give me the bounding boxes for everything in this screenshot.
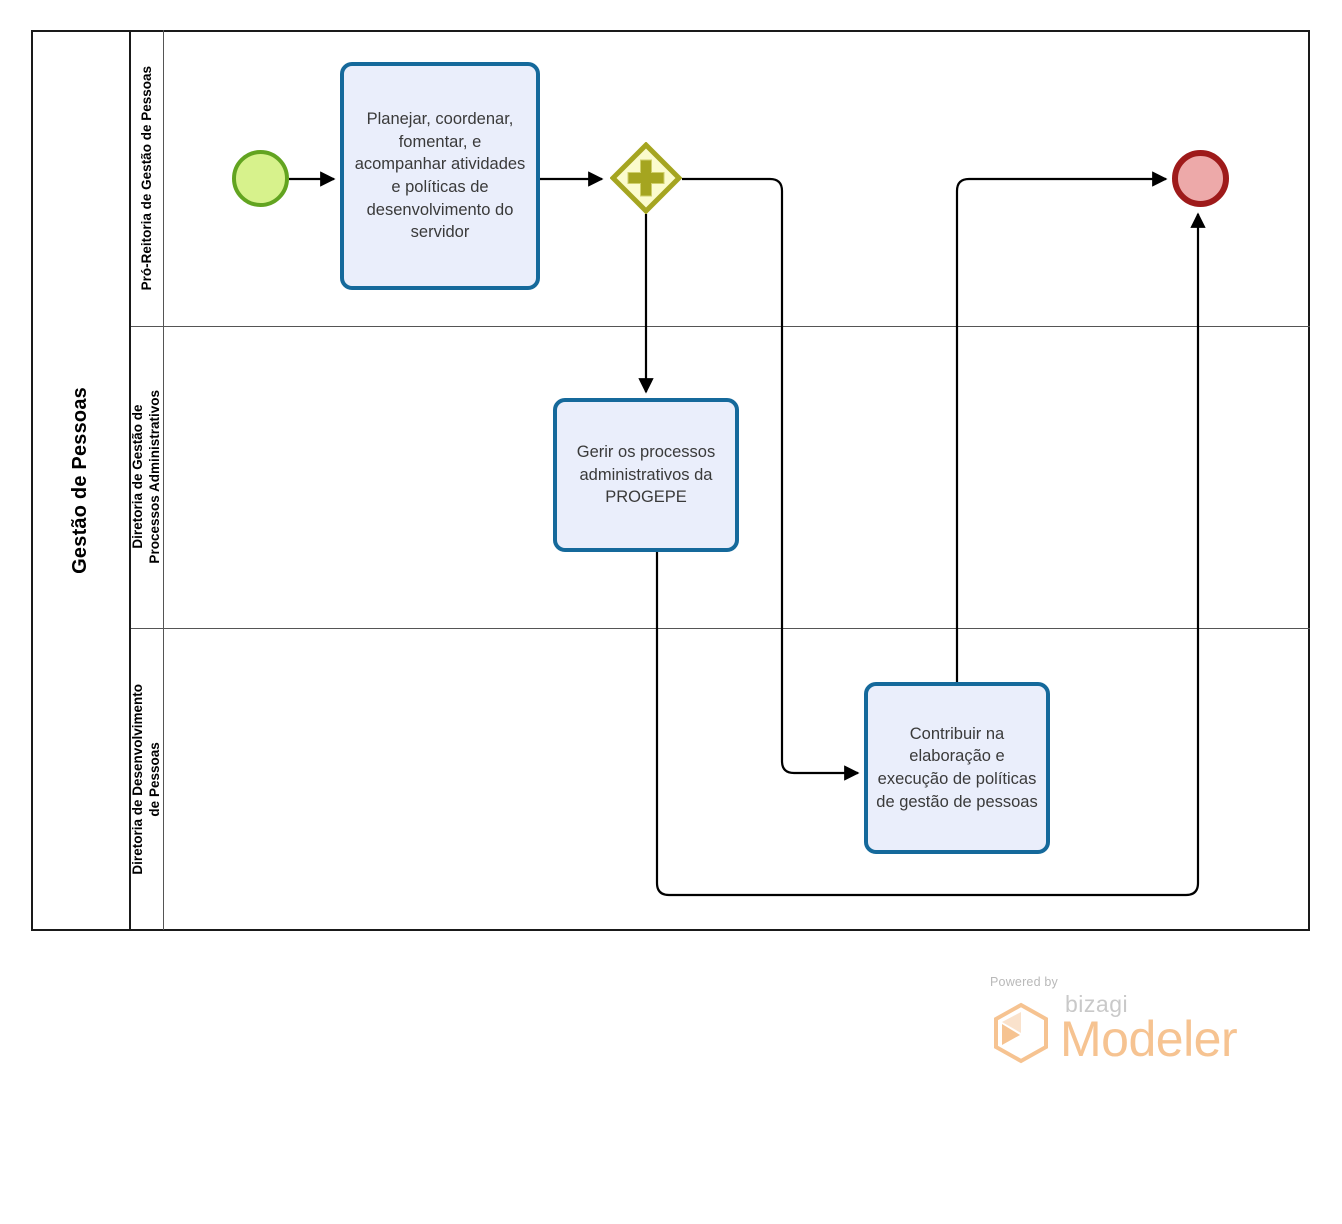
task-gerir[interactable]: Gerir os processos administrativos da PR…: [553, 398, 739, 552]
plus-icon: [627, 159, 665, 197]
flow-gateway-to-contribuir: [682, 177, 860, 781]
parallel-gateway[interactable]: [610, 142, 682, 214]
flow-gerir-to-end: [655, 212, 1206, 897]
start-event[interactable]: [232, 150, 289, 207]
bizagi-branding: Powered by bizagi Modeler: [988, 975, 1248, 1066]
flow-contribuir-to-end: [955, 171, 1168, 682]
lane-divider-2: [131, 628, 1310, 629]
modeler-wordmark: Modeler: [1060, 1011, 1238, 1067]
lane-divider-1: [131, 326, 1310, 327]
powered-by-label: Powered by: [990, 975, 1059, 989]
lane-header-pro-reitoria[interactable]: Pró-Reitoria de Gestão de Pessoas: [131, 30, 164, 326]
lane-header-processos-administrativos[interactable]: Diretoria de Gestão de Processos Adminis…: [130, 326, 164, 628]
lane-header-desenvolvimento[interactable]: Diretoria de Desenvolvimento de Pessoas: [130, 628, 164, 930]
task-planejar[interactable]: Planejar, coordenar, fomentar, e acompan…: [340, 62, 540, 290]
bizagi-wordmark: bizagi: [1065, 991, 1129, 1017]
end-event[interactable]: [1172, 150, 1229, 207]
pool-header[interactable]: Gestão de Pessoas: [31, 30, 131, 931]
task-contribuir[interactable]: Contribuir na elaboração e execução de p…: [864, 682, 1050, 854]
bizagi-logo-icon: [994, 1002, 1048, 1064]
